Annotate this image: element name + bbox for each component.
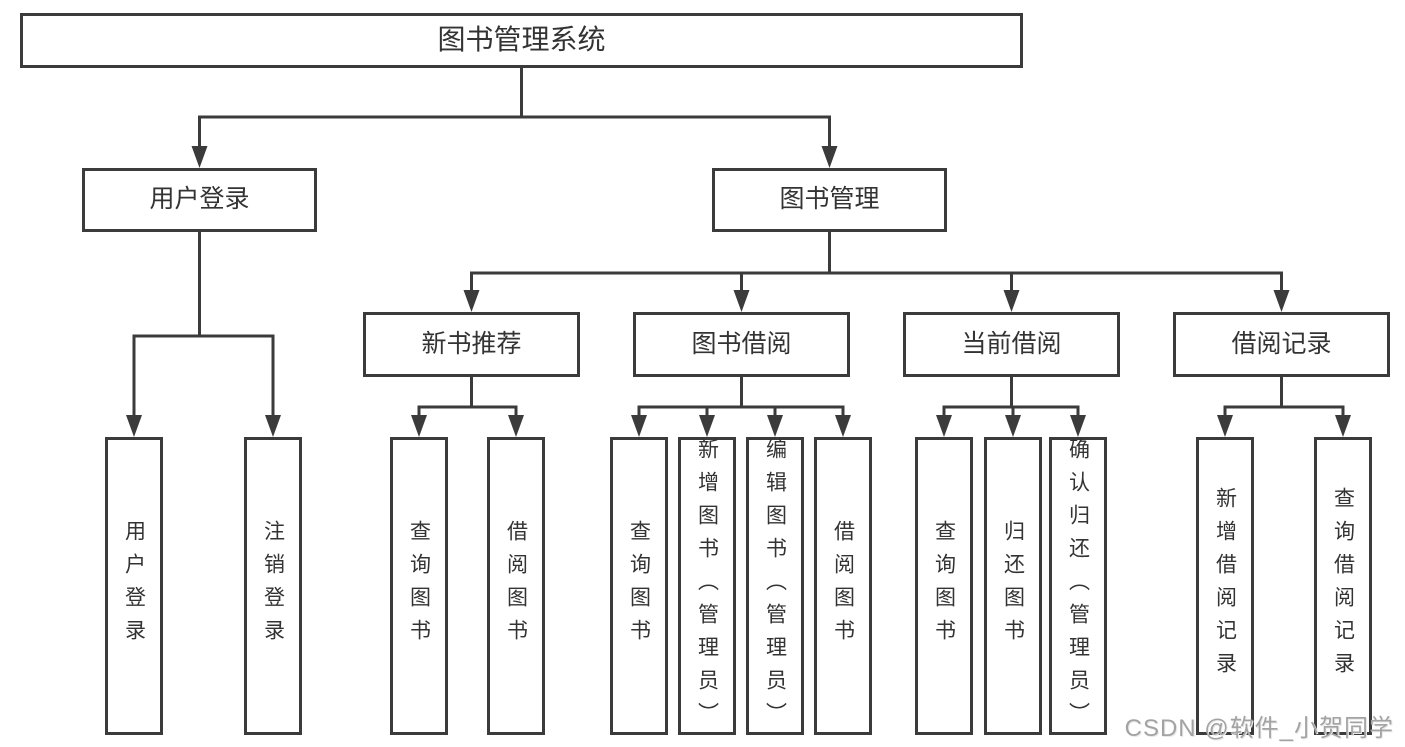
arrowhead-icon xyxy=(821,146,838,168)
node-borrowing-records: 借阅记录 xyxy=(1173,312,1390,377)
arrowhead-icon xyxy=(1217,415,1233,437)
arrowhead-icon xyxy=(411,415,427,437)
arrowhead-icon xyxy=(265,415,281,437)
arrowhead-icon xyxy=(463,290,480,312)
node-current-borrowing: 当前借阅 xyxy=(903,312,1120,377)
arrowhead-icon xyxy=(936,415,952,437)
node-nb-borrow-books: 借阅图书 xyxy=(487,437,545,735)
node-nb-query-books: 查询图书 xyxy=(390,437,448,735)
node-bb-add-books: 新增图书（管理员） xyxy=(678,437,736,735)
arrowhead-icon xyxy=(767,415,783,437)
node-bb-borrow-books: 借阅图书 xyxy=(814,437,872,735)
node-leaf-user-login: 用户登录 xyxy=(105,437,163,735)
node-book-management: 图书管理 xyxy=(712,168,947,232)
arrowhead-icon xyxy=(191,146,208,168)
arrowhead-icon xyxy=(835,415,851,437)
node-br-query-record: 查询借阅记录 xyxy=(1314,437,1372,735)
arrowhead-icon xyxy=(733,290,750,312)
arrowhead-icon xyxy=(1273,290,1290,312)
arrowhead-icon xyxy=(1335,415,1351,437)
arrowhead-icon xyxy=(1003,290,1020,312)
node-new-book-recommend: 新书推荐 xyxy=(363,312,580,377)
arrowhead-icon xyxy=(126,415,142,437)
arrowhead-icon xyxy=(699,415,715,437)
arrowhead-icon xyxy=(1070,415,1086,437)
node-br-add-record: 新增借阅记录 xyxy=(1196,437,1254,735)
arrowhead-icon xyxy=(1005,415,1021,437)
watermark: CSDN @软件_小贺同学 xyxy=(1124,715,1394,742)
arrowhead-icon xyxy=(508,415,524,437)
node-book-borrowing: 图书借阅 xyxy=(633,312,850,377)
node-user-login: 用户登录 xyxy=(82,168,317,232)
arrowhead-icon xyxy=(631,415,647,437)
node-bb-query-books: 查询图书 xyxy=(610,437,668,735)
node-leaf-logout-login: 注销登录 xyxy=(244,437,302,735)
node-cb-return-books: 归还图书 xyxy=(984,437,1042,735)
node-bb-edit-books: 编辑图书（管理员） xyxy=(746,437,804,735)
node-root: 图书管理系统 xyxy=(20,13,1023,68)
node-cb-confirm-return: 确认归还（管理员） xyxy=(1049,437,1107,735)
node-cb-query-books: 查询图书 xyxy=(915,437,973,735)
